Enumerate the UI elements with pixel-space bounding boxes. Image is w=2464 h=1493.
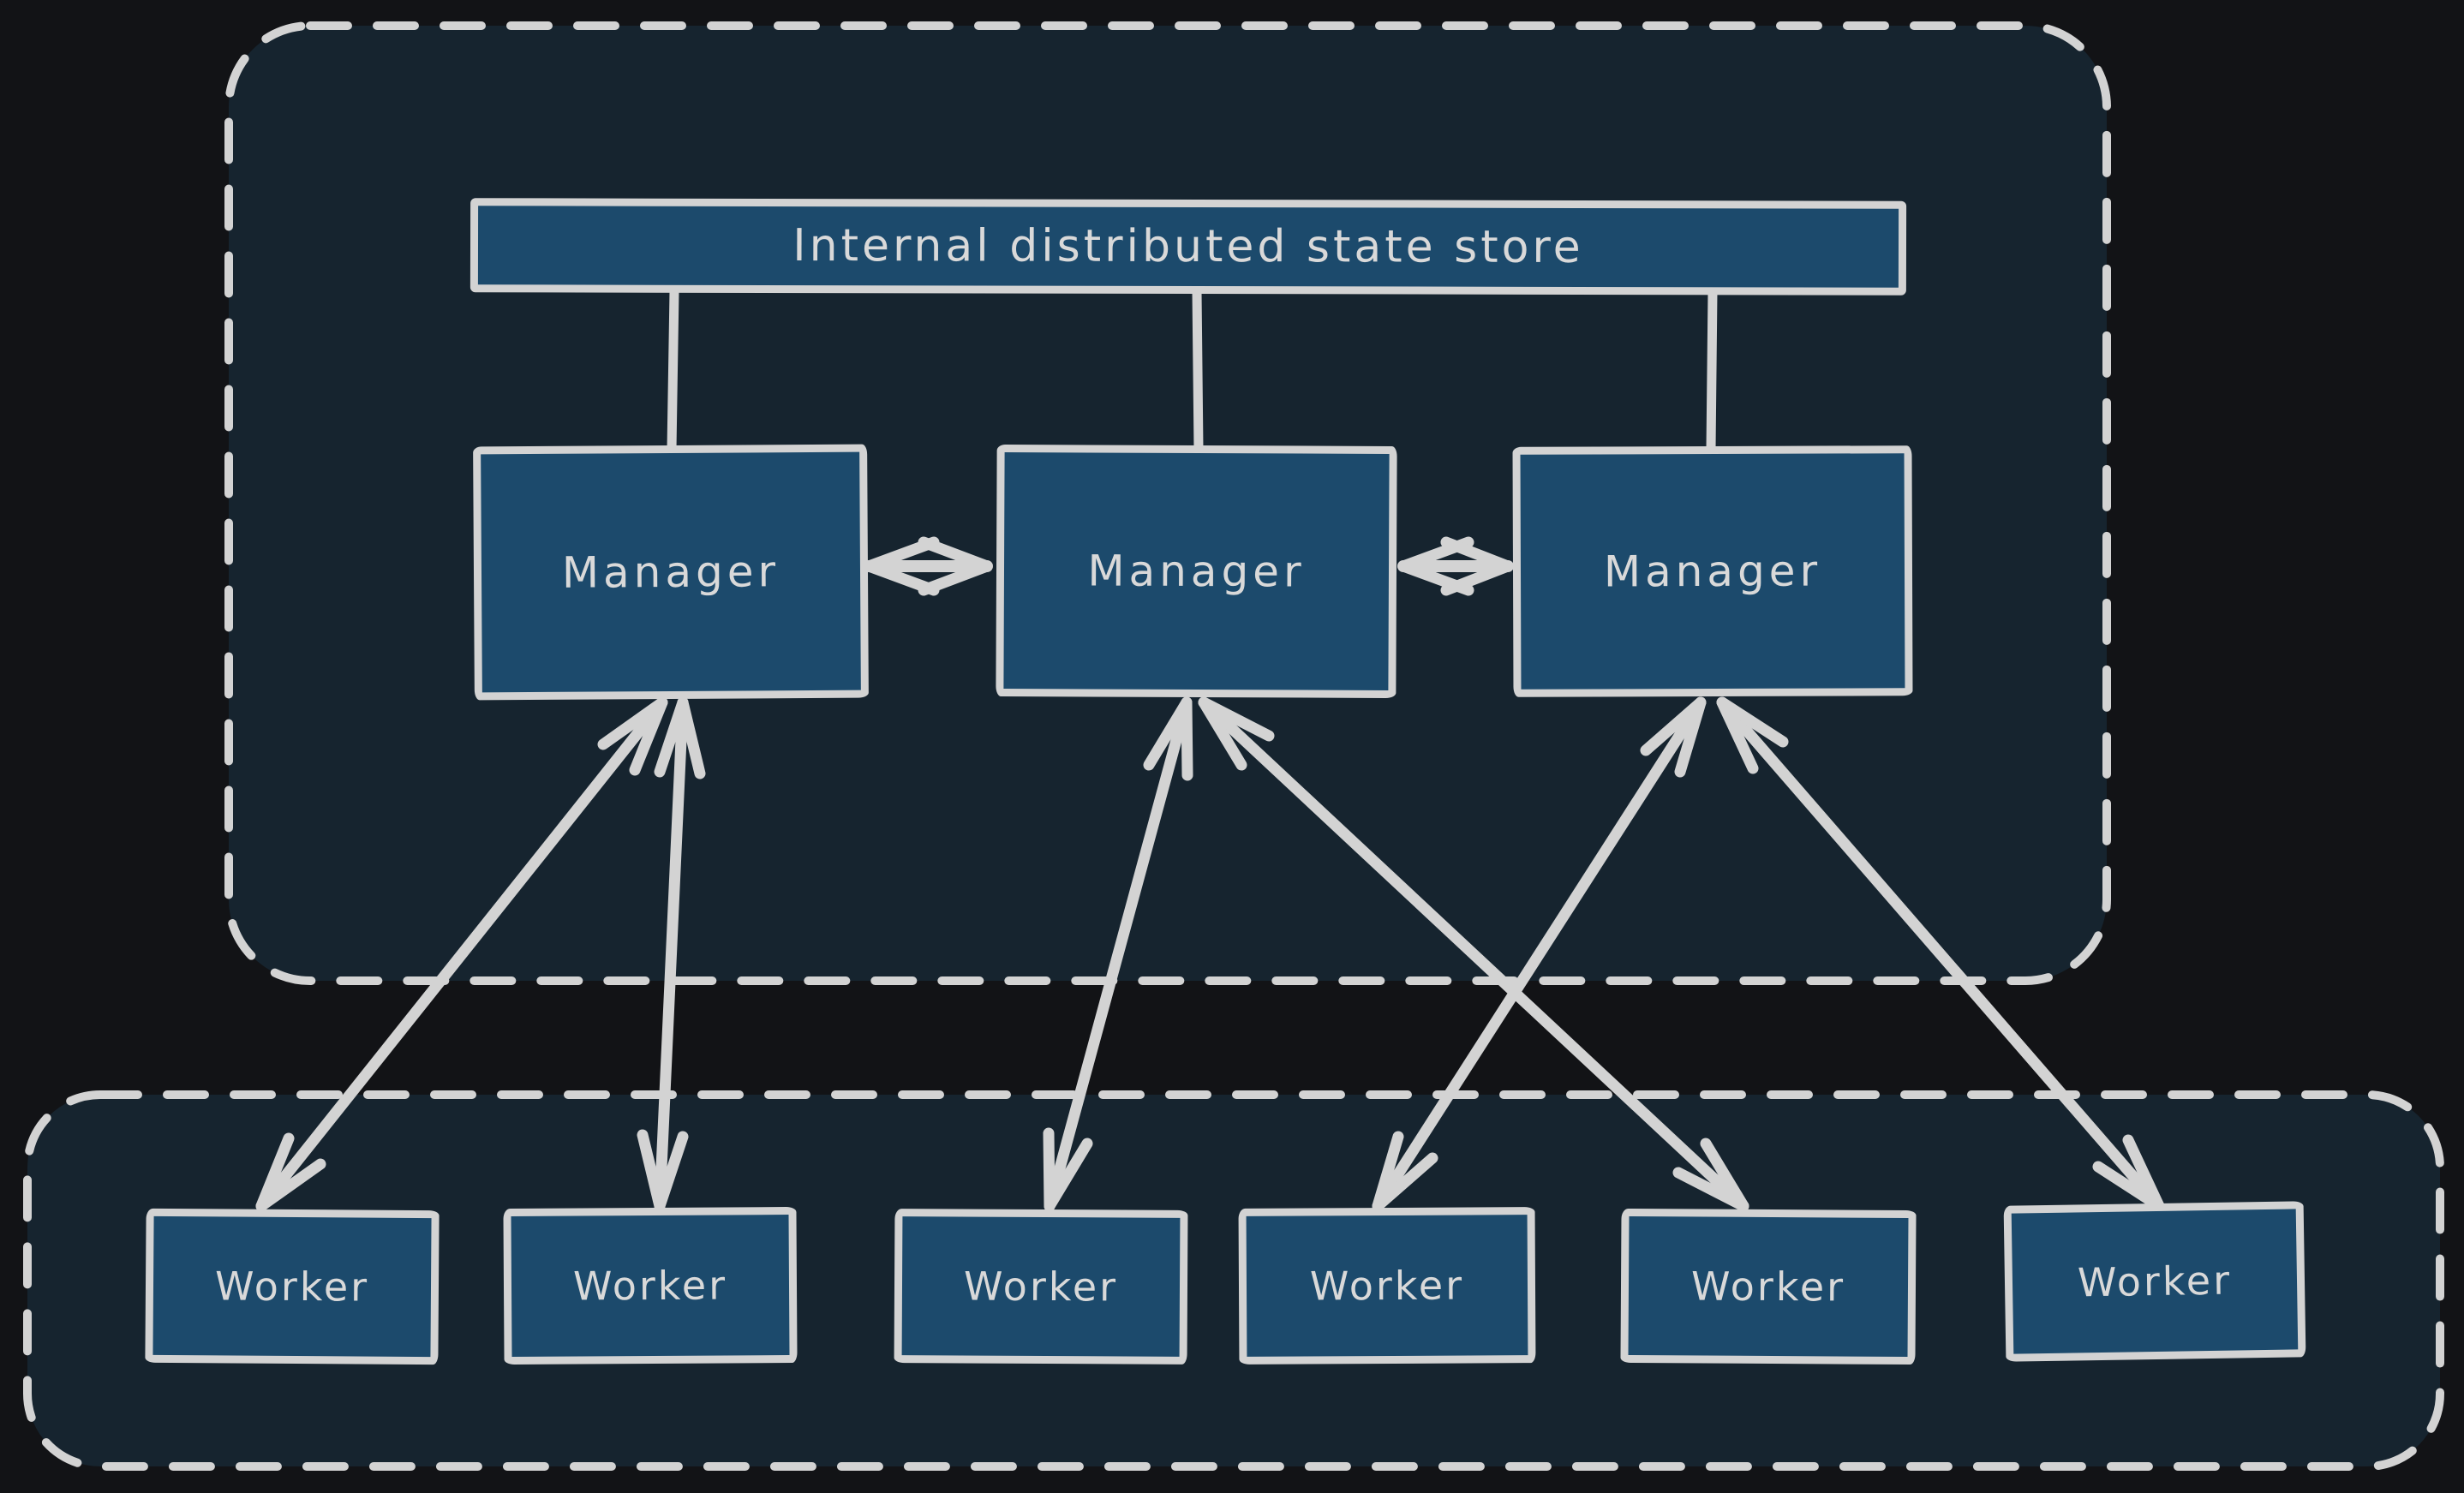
worker-node-1: Worker [145, 1208, 440, 1365]
worker-node-4: Worker [1238, 1207, 1536, 1365]
worker-zone [23, 1090, 2444, 1471]
manager-label: Manager [561, 546, 780, 598]
edge-manager2-worker5 [1198, 696, 1749, 1212]
edge-manager1-worker1 [255, 696, 668, 1212]
edge-manager2-worker3 [1043, 696, 1193, 1212]
state-store-label: Internal distributed state store [792, 220, 1584, 273]
worker-label: Worker [572, 1262, 728, 1310]
edge-manager3-worker4 [1372, 696, 1707, 1212]
manager-label: Manager [1087, 546, 1306, 597]
manager-label: Manager [1603, 546, 1822, 597]
worker-label: Worker [1690, 1263, 1846, 1311]
worker-node-6: Worker [2003, 1201, 2306, 1362]
edge-manager1-worker2 [637, 696, 706, 1212]
edge-manager2-manager3 [1397, 536, 1514, 596]
worker-node-5: Worker [1620, 1208, 1917, 1365]
manager-node-3: Manager [1512, 445, 1913, 697]
worker-label: Worker [214, 1263, 370, 1311]
edge-manager1-manager2 [863, 536, 993, 596]
edge-store-manager3 [1706, 286, 1718, 455]
manager-node-1: Manager [473, 444, 869, 701]
worker-label: Worker [963, 1263, 1119, 1311]
worker-label: Worker [1309, 1262, 1465, 1310]
worker-label: Worker [2077, 1257, 2233, 1306]
worker-node-3: Worker [894, 1209, 1188, 1365]
manager-node-2: Manager [996, 444, 1397, 699]
worker-node-2: Worker [503, 1206, 798, 1365]
state-store-node: Internal distributed state store [469, 198, 1907, 296]
edge-store-manager2 [1192, 286, 1204, 455]
edge-store-manager1 [667, 286, 679, 455]
